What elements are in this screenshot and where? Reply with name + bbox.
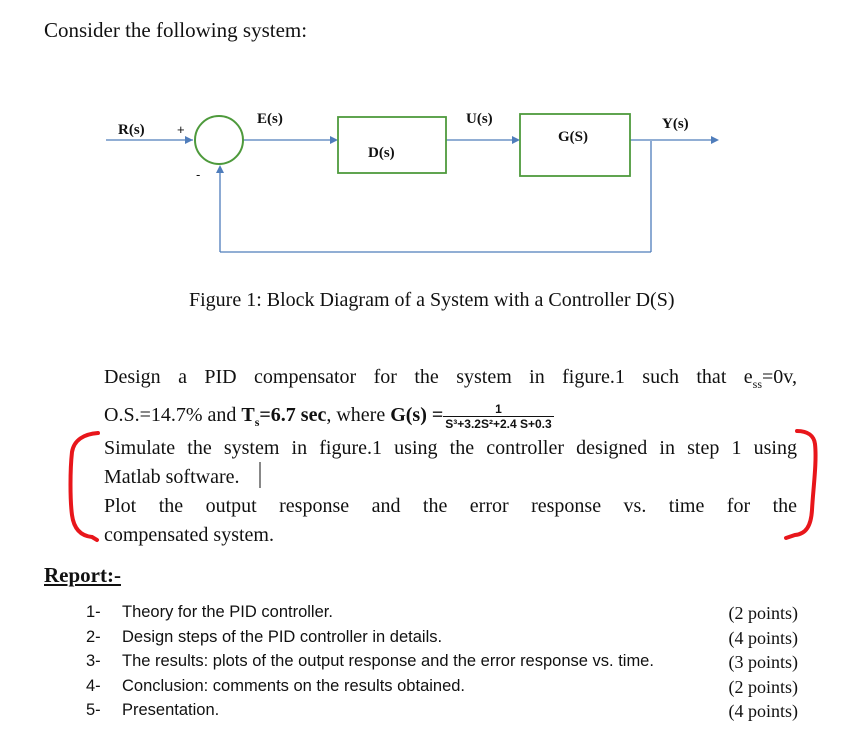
plus-sign: +	[177, 122, 185, 137]
list-item: 2- Design steps of the PID controller in…	[86, 627, 798, 648]
minus-sign: -	[196, 167, 200, 182]
design-statement: Design a PID compensator for the system …	[104, 362, 797, 438]
list-item: 5- Presentation. (4 points)	[86, 701, 798, 721]
intro-text: Consider the following system:	[44, 18, 308, 42]
left-bracket	[68, 431, 100, 542]
plant-block	[519, 113, 631, 177]
right-bracket	[784, 429, 818, 540]
plant-label: G(S)	[558, 129, 588, 145]
output-label: Y(s)	[662, 116, 689, 132]
summing-junction	[194, 115, 244, 165]
report-heading: Report:-	[44, 563, 121, 587]
signal-lines	[106, 136, 719, 253]
simulate-line-3: Plot the output response and the error r…	[104, 495, 797, 517]
control-label: U(s)	[466, 111, 493, 127]
list-item: 1- Theory for the PID controller. (2 poi…	[86, 603, 798, 623]
input-label: R(s)	[118, 122, 145, 138]
report-list: 1- Theory for the PID controller. (2 poi…	[86, 603, 798, 726]
simulate-line-4: compensated system.	[104, 524, 274, 546]
controller-label: D(s)	[368, 145, 395, 161]
error-label: E(s)	[257, 111, 283, 127]
controller-block	[337, 116, 447, 174]
list-item: 3- The results: plots of the output resp…	[86, 652, 798, 672]
simulation-instructions: Simulate the system in figure.1 using th…	[104, 434, 797, 550]
g-label: G(s) =	[390, 404, 444, 426]
list-item: 4- Conclusion: comments on the results o…	[86, 676, 798, 697]
simulate-line-1: Simulate the system in figure.1 using th…	[104, 437, 797, 459]
figure-caption: Figure 1: Block Diagram of a System with…	[189, 289, 675, 311]
design-line-2: O.S.=14.7% and Ts=6.7 sec, where G(s) =1…	[104, 401, 554, 431]
design-line-1: Design a PID compensator for the system …	[104, 366, 797, 391]
simulate-line-2: Matlab software.	[104, 466, 240, 488]
